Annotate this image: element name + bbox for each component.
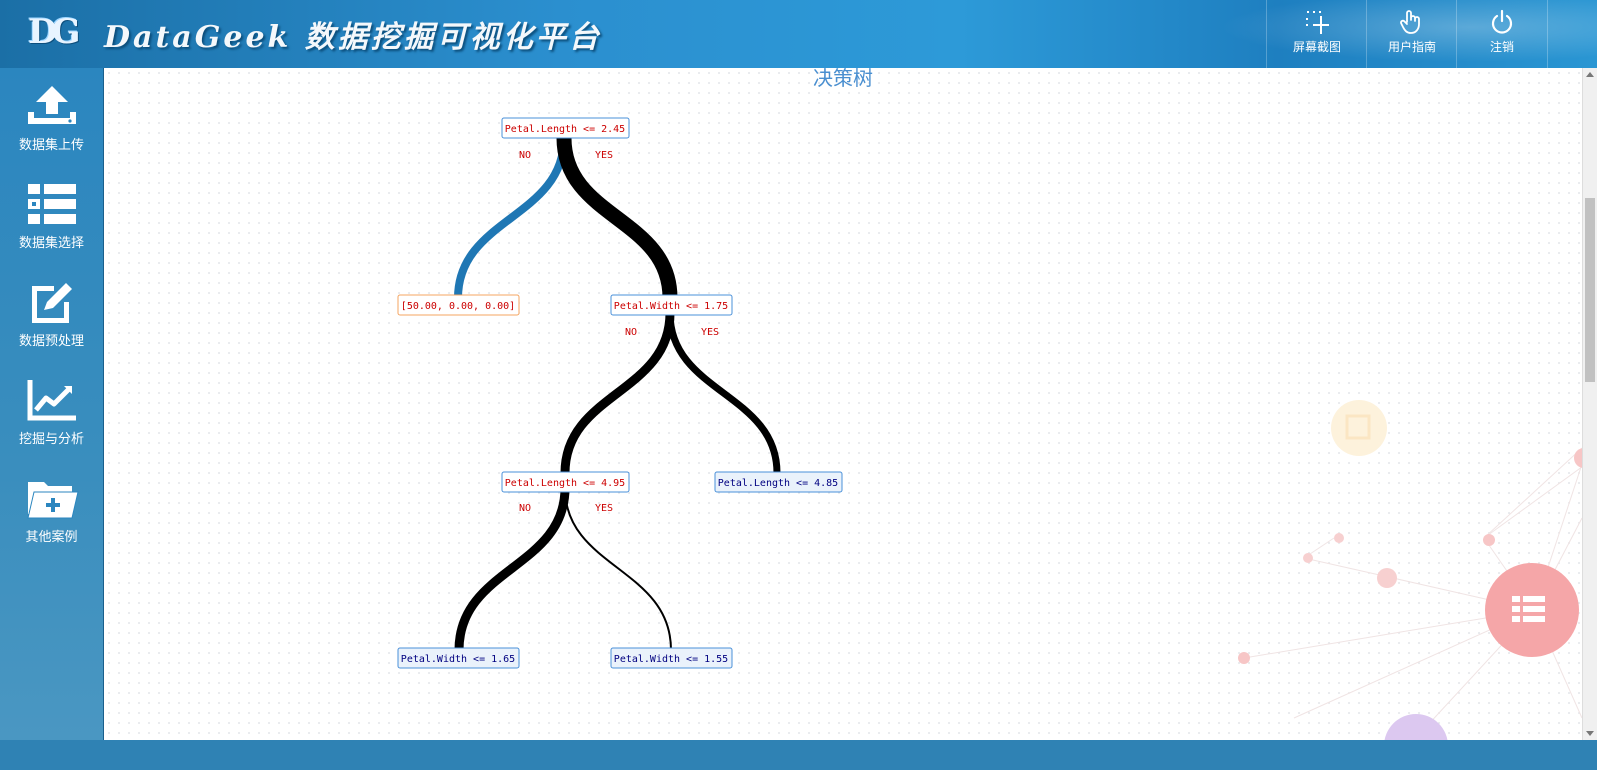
tree-node[interactable]: Petal.Width <= 1.75	[610, 294, 733, 316]
edge-label-yes: YES	[701, 327, 719, 338]
edge-label-no: NO	[519, 503, 531, 514]
sidebar-item-mining-analysis[interactable]: 挖掘与分析	[0, 364, 103, 460]
logo: DG	[28, 12, 80, 52]
page-title: 决策树	[813, 68, 873, 90]
edge-label-no: NO	[625, 327, 637, 338]
tree-node[interactable]: Petal.Length <= 4.85	[714, 471, 843, 493]
decor-edit-bubble	[1331, 400, 1387, 456]
scroll-down-arrow[interactable]	[1586, 731, 1594, 736]
app-header: DG DataGeek 数据挖掘可视化平台 屏幕截图 用户指南 注销	[0, 0, 1597, 68]
list-icon	[27, 184, 76, 224]
line-chart-icon	[27, 380, 76, 421]
tree-edge	[454, 137, 568, 299]
vertical-scrollbar[interactable]	[1582, 68, 1597, 740]
tree-leaf[interactable]: [50.00, 0.00, 0.00]	[397, 294, 520, 316]
edge-label-yes: YES	[595, 150, 613, 161]
tree-edge	[564, 487, 672, 651]
scroll-up-arrow[interactable]	[1586, 72, 1594, 77]
edge-label-no: NO	[519, 150, 531, 161]
scroll-thumb[interactable]	[1585, 198, 1595, 382]
decorative-network	[1238, 400, 1582, 740]
edit-icon	[31, 283, 72, 323]
tree-edge	[556, 137, 678, 299]
main-content: 决策树	[104, 68, 1582, 740]
tree-edge	[560, 312, 675, 474]
user-guide-label: 用户指南	[1387, 40, 1436, 54]
sidebar: 数据集上传 数据集选择 数据预处理 挖掘与分析 其他案例	[0, 68, 104, 740]
decision-tree: NO YES NO YES NO YES Petal.Length <= 2.4…	[397, 117, 843, 669]
tree-node[interactable]: Petal.Width <= 1.65	[397, 647, 520, 669]
screenshot-label: 屏幕截图	[1292, 40, 1341, 54]
sidebar-item-preprocess[interactable]: 数据预处理	[0, 266, 103, 362]
sidebar-item-label: 挖掘与分析	[18, 432, 84, 447]
folder-plus-icon	[26, 482, 79, 519]
sidebar-item-dataset-upload[interactable]: 数据集上传	[0, 70, 103, 166]
sidebar-item-label: 数据集上传	[18, 138, 84, 153]
power-icon	[1491, 9, 1513, 34]
screenshot-icon	[1306, 11, 1329, 34]
logout-button[interactable]: 注销	[1456, 0, 1548, 68]
tree-node-label: [50.00, 0.00, 0.00]	[401, 301, 515, 312]
tree-node[interactable]: Petal.Width <= 1.55	[610, 647, 733, 669]
upload-icon	[27, 86, 76, 124]
user-guide-button[interactable]: 用户指南	[1366, 0, 1457, 68]
screenshot-button[interactable]: 屏幕截图	[1266, 0, 1367, 68]
app-title: DataGeek 数据挖掘可视化平台	[104, 20, 602, 55]
tree-node-label: Petal.Length <= 4.95	[505, 478, 625, 489]
sidebar-item-label: 其他案例	[25, 530, 78, 545]
tree-node[interactable]: Petal.Length <= 4.95	[501, 471, 630, 493]
sidebar-item-label: 数据预处理	[18, 334, 84, 349]
hand-pointer-icon	[1400, 10, 1420, 34]
logout-label: 注销	[1489, 40, 1514, 54]
tree-edge	[666, 312, 781, 474]
footer-bar	[0, 740, 1597, 770]
tree-node-label: Petal.Width <= 1.75	[614, 301, 728, 312]
tree-node-label: Petal.Width <= 1.55	[614, 654, 728, 665]
tree-node[interactable]: Petal.Length <= 2.45	[501, 117, 630, 139]
tree-node-label: Petal.Width <= 1.65	[401, 654, 515, 665]
edge-label-yes: YES	[595, 503, 613, 514]
header-decoration	[1177, 0, 1597, 68]
sidebar-item-label: 数据集选择	[18, 236, 84, 251]
tree-node-label: Petal.Length <= 4.85	[718, 478, 838, 489]
sidebar-item-other-cases[interactable]: 其他案例	[0, 462, 103, 558]
sidebar-item-dataset-select[interactable]: 数据集选择	[0, 168, 103, 264]
tree-edge	[454, 487, 570, 651]
tree-node-label: Petal.Length <= 2.45	[505, 124, 625, 135]
